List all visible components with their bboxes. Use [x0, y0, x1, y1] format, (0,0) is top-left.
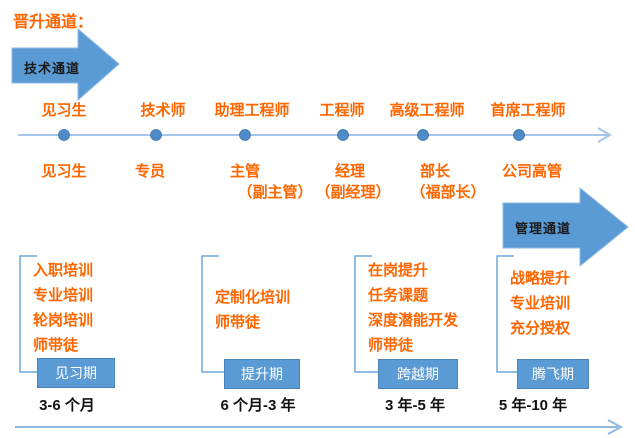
stage-duration-label: 3 年-5 年 — [384, 397, 446, 414]
stage-period-box: 见习期 — [37, 358, 115, 388]
stage-duration-label: 3-6 个月 — [39, 397, 95, 414]
stage-bracket — [201, 255, 225, 373]
activity-item: 充分授权 — [510, 320, 571, 337]
stage-activity-list: 入职培训 专业培训 轮岗培训 师带徒 — [33, 258, 93, 358]
timeline-dot — [417, 129, 429, 141]
duration-axis-arrowhead-icon — [607, 419, 624, 435]
technical-level-label: 高级工程师 — [389, 102, 465, 119]
management-channel-arrow-shape — [502, 186, 629, 268]
management-level-label: 主管 — [229, 163, 261, 180]
stage-bracket — [354, 255, 379, 373]
stage-activity-list: 战略提升 专业培训 充分授权 — [510, 266, 570, 341]
timeline-dot — [239, 129, 251, 141]
page-title: 晋升通道： — [13, 14, 94, 31]
technical-level-label: 见习生 — [41, 102, 87, 119]
management-level-sublabel: （副经理） — [315, 184, 391, 201]
technical-level-label: 首席工程师 — [490, 102, 566, 119]
management-level-label: 部长 — [419, 163, 451, 180]
stage-activity-list: 定制化培训 师带徒 — [215, 285, 290, 335]
stage-bracket — [496, 255, 518, 373]
management-level-label: 公司高管 — [501, 163, 563, 180]
management-level-label: 见习生 — [41, 163, 87, 180]
management-level-sublabel: （副主管） — [237, 184, 313, 201]
activity-item: 战略提升 — [510, 270, 571, 287]
activity-item: 专业培训 — [33, 287, 94, 304]
activity-item: 入职培训 — [33, 262, 94, 279]
activity-item: 师带徒 — [215, 314, 261, 331]
technical-level-label: 技术师 — [140, 102, 186, 119]
timeline-arrowhead-icon — [597, 127, 612, 143]
stage-bracket — [19, 255, 38, 373]
timeline-dot — [337, 129, 349, 141]
activity-item: 在岗提升 — [368, 262, 429, 279]
stage-activity-list: 在岗提升 任务课题 深度潜能开发 师带徒 — [368, 258, 458, 358]
timeline-dot — [513, 129, 525, 141]
management-level-sublabel: （福部长） — [410, 184, 486, 201]
timeline-dot — [150, 129, 162, 141]
timeline-dots — [58, 129, 525, 141]
activity-item: 定制化培训 — [215, 289, 291, 306]
technical-level-label: 助理工程师 — [214, 102, 290, 119]
activity-item: 轮岗培训 — [33, 312, 94, 329]
stage-period-box: 提升期 — [224, 359, 300, 389]
activity-item: 师带徒 — [368, 337, 414, 354]
timeline-dot — [58, 129, 70, 141]
technical-channel-arrow-shape — [11, 27, 120, 102]
technical-channel-label: 技术通道 — [24, 61, 81, 76]
stage-period-box: 跨越期 — [378, 359, 458, 389]
technical-level-label: 工程师 — [319, 102, 365, 119]
stage-duration-label: 6 个月-3 年 — [220, 397, 296, 414]
management-level-label: 专员 — [134, 163, 166, 180]
stage-duration-label: 5 年-10 年 — [498, 397, 568, 414]
activity-item: 师带徒 — [33, 337, 79, 354]
activity-item: 深度潜能开发 — [368, 312, 459, 329]
activity-item: 专业培训 — [510, 295, 571, 312]
activity-item: 任务课题 — [368, 287, 429, 304]
management-level-label: 经理 — [334, 163, 366, 180]
management-channel-label: 管理通道 — [515, 221, 572, 236]
stage-period-box: 腾飞期 — [517, 359, 589, 389]
